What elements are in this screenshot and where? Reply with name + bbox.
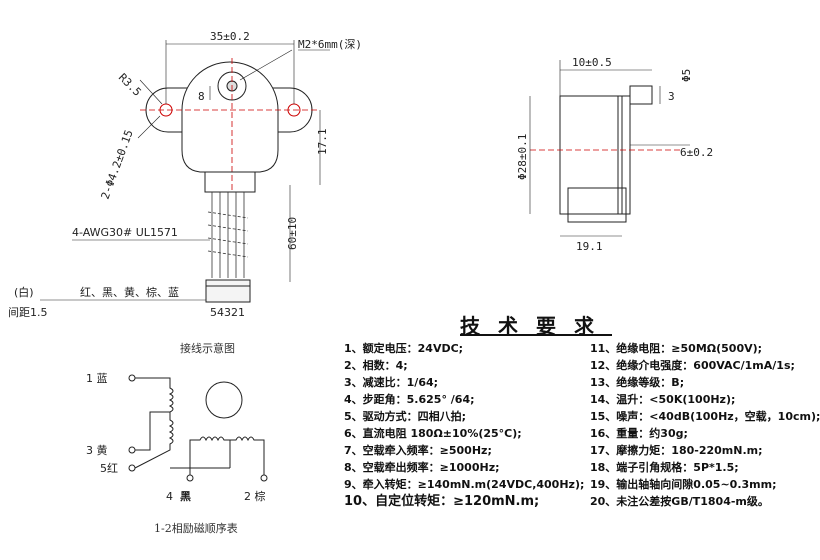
motor-body [181, 61, 279, 173]
wiring-title: 接线示意图 [180, 341, 235, 355]
coil-2 [134, 412, 174, 469]
wiring-caption: 1-2相励磁顺序表 [154, 521, 238, 535]
spec-item: 19、输出轴轴向间隙0.05~0.3mm; [590, 478, 777, 491]
spec-item: 7、空载牵入频率：≥500Hz; [344, 444, 492, 457]
wire-label-4: 4 [166, 490, 173, 503]
front-view [40, 40, 330, 303]
spec-item: 17、摩擦力矩：180-220mN.m; [590, 444, 763, 457]
pitch-label: 间距1.5 [8, 306, 48, 319]
spec-item: 9、牵入转矩：≥140mN.m(24VDC,400Hz); [344, 478, 585, 491]
side-shaft [629, 85, 653, 105]
dim-holes: 2-Φ4.2±0.15 [99, 128, 136, 201]
spec-item: 20、未注公差按GB/T1804-m级。 [590, 495, 769, 508]
side-gearbox [617, 95, 631, 215]
spec-item: 8、空载牵出频率：≥1000Hz; [344, 461, 500, 474]
dim-shaft-dia: Φ5 [680, 69, 693, 82]
dim-depth: 19.1 [576, 240, 603, 253]
spec-title: 技术要求 [460, 314, 612, 338]
dim-shaft-offset: 8 [198, 90, 205, 103]
side-connector [567, 187, 627, 223]
spec-item: 13、绝缘等级：B; [590, 376, 685, 389]
spec-item: 2、相数：4; [344, 359, 408, 372]
wire-outlet [204, 171, 256, 193]
wire-label-4b: 黑 [180, 490, 191, 503]
wire-label-3: 3 黄 [86, 443, 108, 457]
pin-numbers: 54321 [210, 306, 245, 319]
spec-item: 18、端子引角规格：5P*1.5; [590, 461, 739, 474]
wire-colors-left: (白) [14, 285, 34, 299]
spec-item: 12、绝缘介电强度：600VAC/1mA/1s; [590, 359, 795, 372]
spec-item: 11、绝缘电阻：≥50MΩ(500V); [590, 342, 763, 355]
spec-item: 3、减速比：1/64; [344, 376, 439, 389]
wire-bundle [207, 192, 249, 278]
side-view [529, 60, 690, 237]
dim-width: 35±0.2 [210, 30, 250, 43]
spec-list-right: 11、绝缘电阻：≥50MΩ(500V); 12、绝缘介电强度：600VAC/1mA… [590, 340, 820, 510]
terminal-connector [205, 279, 251, 303]
technical-drawing: 35±0.2 M2*6mm(深) R3.5 2-Φ4.2±0.15 8 17.1… [8, 30, 713, 535]
dim-lead: 60±10 [286, 217, 299, 250]
coil-1 [135, 377, 174, 413]
wire-label-1: 1 蓝 [86, 372, 108, 385]
spec-item: 5、驱动方式：四相八拍; [344, 410, 467, 423]
spec-item: 4、步距角：5.625° /64; [344, 393, 475, 406]
dim-flat: 3 [668, 90, 675, 103]
spec-item: 15、噪声：<40dB(100Hz，空载，10cm); [590, 410, 820, 423]
side-body [559, 95, 623, 215]
dim-body-dia: Φ28±0.1 [516, 134, 529, 180]
wiring-diagram [128, 374, 268, 482]
spec-item: 10、自定位转矩：≥120mN.m; [344, 494, 540, 509]
dim-radius: R3.5 [116, 71, 144, 99]
wire-label: 4-AWG30# UL1571 [72, 226, 178, 239]
spec-item: 14、温升：<50K(100Hz); [590, 393, 736, 406]
dim-shaft-len: 10±0.5 [572, 56, 612, 69]
wire-label-2: 2 棕 [244, 489, 266, 503]
coil-3 [189, 436, 265, 475]
spec-list-left: 1、额定电压：24VDC; 2、相数：4; 3、减速比：1/64; 4、步距角：5.6… [344, 340, 584, 510]
spec-item: 1、额定电压：24VDC; [344, 342, 464, 355]
spec-item: 16、重量：约30g; [590, 427, 688, 440]
mounting-flange [145, 87, 206, 133]
mounting-flange-right [254, 87, 313, 133]
dim-flat-len: 6±0.2 [680, 146, 713, 159]
dim-screw: M2*6mm(深) [298, 38, 362, 51]
stepper-motor-drawing: 35±0.2 M2*6mm(深) R3.5 2-Φ4.2±0.15 8 17.1… [8, 30, 820, 535]
wire-colors: 红、黑、黄、棕、蓝 [80, 285, 179, 299]
dim-body-offset: 17.1 [316, 129, 329, 156]
wire-label-5: 5红 [100, 462, 118, 475]
spec-item: 6、直流电阻 180Ω±10%(25°C); [344, 427, 522, 440]
rotor-symbol [205, 381, 243, 419]
